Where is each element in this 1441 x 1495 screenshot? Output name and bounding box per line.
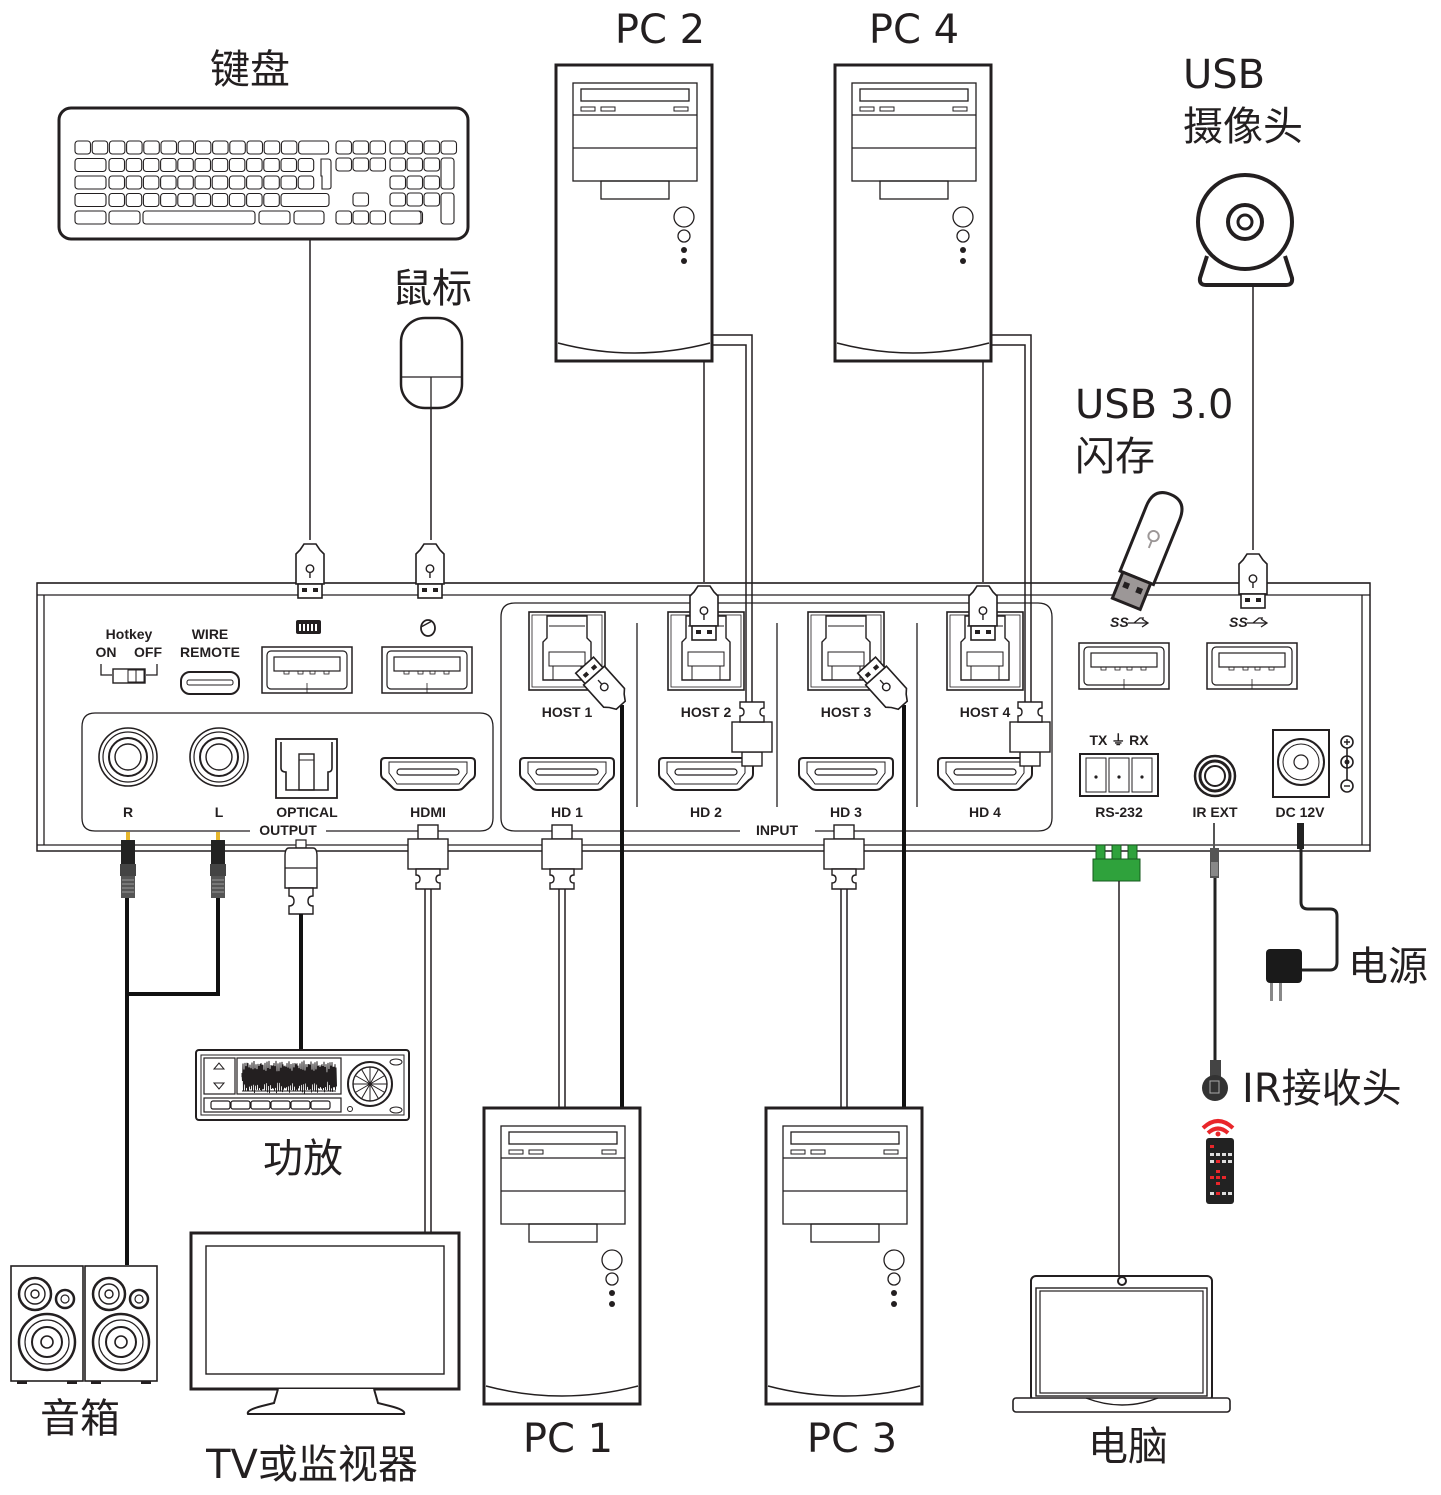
usb-icon [1128, 617, 1150, 628]
host-1-label: HOST 1 [542, 704, 593, 720]
pc3-label: PC 3 [807, 1416, 897, 1462]
host-1-port[interactable]: HOST 1 [528, 611, 606, 720]
amplifier-device: 功放 [195, 1049, 410, 1182]
hdmi-output-port[interactable]: HDMI [380, 757, 476, 820]
host-3-label: HOST 3 [821, 704, 872, 720]
usb-icon [1247, 617, 1269, 628]
output-group: OUTPUT R L OPTICAL HDMI [81, 712, 494, 838]
pc2-device: PC 2 [554, 7, 773, 767]
hd-2-label: HD 2 [690, 804, 722, 820]
rs232-pins-label: TX ⏚ RX [1089, 732, 1149, 748]
host-4-label: HOST 4 [960, 704, 1011, 720]
keyboard-label: 键盘 [210, 47, 290, 93]
ir-ext-port[interactable]: IR EXT [1192, 754, 1238, 820]
superspeed-logo-1: SS [1110, 614, 1129, 630]
hd-1-label: HD 1 [551, 804, 583, 820]
keyboard-device: 键盘 [57, 47, 470, 599]
pc1-device: PC 1 [482, 654, 642, 1462]
polarity-icon [1340, 735, 1354, 793]
mouse-label: 鼠标 [392, 266, 472, 312]
computer-device: 电脑 [1012, 1275, 1231, 1470]
hd-4-label: HD 4 [969, 804, 1001, 820]
usb-flash-device: USB 3.0 闪存 ⚲ [1075, 382, 1233, 612]
usb-camera-device: USB 摄像头 [1183, 52, 1303, 609]
wire-remote-port[interactable]: WIRE REMOTE [180, 626, 240, 695]
keyboard-usb-port[interactable] [261, 620, 353, 694]
optical-port[interactable]: OPTICAL [275, 738, 338, 820]
speaker-cable [119, 831, 227, 1265]
hd-4-port[interactable]: HD 4 [937, 757, 1033, 820]
mouse-icon [420, 619, 436, 637]
ir-receiver-device: IR接收头 [1201, 823, 1402, 1204]
wire-remote-label-1: WIRE [192, 626, 229, 642]
usb-flash-label-2: 闪存 [1075, 434, 1155, 480]
audio-l-label: L [215, 804, 224, 820]
superspeed-logo-2: SS [1229, 614, 1248, 630]
host-3-port[interactable]: HOST 3 [807, 611, 885, 720]
pc2-label: PC 2 [615, 7, 705, 53]
usb-flash-label-1: USB 3.0 [1075, 382, 1233, 428]
input-group-label: INPUT [756, 822, 798, 838]
hd-3-label: HD 3 [830, 804, 862, 820]
audio-r-port[interactable]: R [98, 727, 158, 820]
rs232-cable [1092, 844, 1141, 1278]
dc-power-port[interactable]: DC 12V [1272, 729, 1354, 820]
tv-device: TV或监视器 [189, 1231, 461, 1488]
speakers-label: 音箱 [40, 1396, 120, 1442]
rs232-port[interactable]: TX ⏚ RX RS-232 [1079, 732, 1159, 820]
usb-camera-label-2: 摄像头 [1183, 104, 1303, 150]
power-adapter-device: 电源 [1266, 823, 1428, 1001]
host-4-port[interactable]: HOST 4 [946, 611, 1024, 720]
ir-ext-label: IR EXT [1192, 804, 1238, 820]
pc1-label: PC 1 [523, 1416, 613, 1462]
host-2-label: HOST 2 [681, 704, 732, 720]
computer-label: 电脑 [1088, 1424, 1168, 1470]
usb3-port-2[interactable]: SS [1206, 614, 1298, 690]
tv-label: TV或监视器 [205, 1442, 418, 1488]
wire-remote-label-2: REMOTE [180, 644, 240, 660]
audio-l-port[interactable]: L [189, 727, 249, 820]
optical-cable [284, 839, 318, 1050]
pc3-device: PC 3 [764, 654, 924, 1462]
pc4-device: PC 4 [833, 7, 1051, 767]
rs232-label: RS-232 [1095, 804, 1143, 820]
hd-1-port[interactable]: HD 1 [519, 757, 615, 820]
dc-label: DC 12V [1275, 804, 1325, 820]
hd-2-port[interactable]: HD 2 [658, 757, 754, 820]
hotkey-on-label: ON [96, 644, 117, 660]
amplifier-label: 功放 [263, 1136, 343, 1182]
mouse-device: 鼠标 [392, 266, 472, 599]
input-group: INPUT HOST 1 HD 1 HOST 2 HD 2 HOST 3 HD 3 HOST… [500, 602, 1053, 838]
hd-3-port[interactable]: HD 3 [798, 757, 894, 820]
usb3-port-1[interactable]: SS [1078, 614, 1170, 690]
pc4-label: PC 4 [869, 7, 959, 53]
audio-r-label: R [123, 804, 133, 820]
hdmi-output-cable [407, 824, 449, 1232]
ir-receiver-label: IR接收头 [1242, 1066, 1402, 1112]
usb-camera-label-1: USB [1183, 52, 1265, 98]
hotkey-label: Hotkey [106, 626, 153, 642]
output-group-label: OUTPUT [259, 822, 317, 838]
optical-label: OPTICAL [276, 804, 338, 820]
mouse-usb-port[interactable] [381, 619, 473, 694]
hdmi-output-label: HDMI [410, 804, 446, 820]
host-2-port[interactable]: HOST 2 [667, 611, 745, 720]
speakers-device: 音箱 [9, 1264, 159, 1442]
power-label: 电源 [1348, 944, 1428, 990]
hotkey-switch[interactable]: Hotkey ON OFF [96, 626, 163, 684]
hotkey-off-label: OFF [134, 644, 162, 660]
